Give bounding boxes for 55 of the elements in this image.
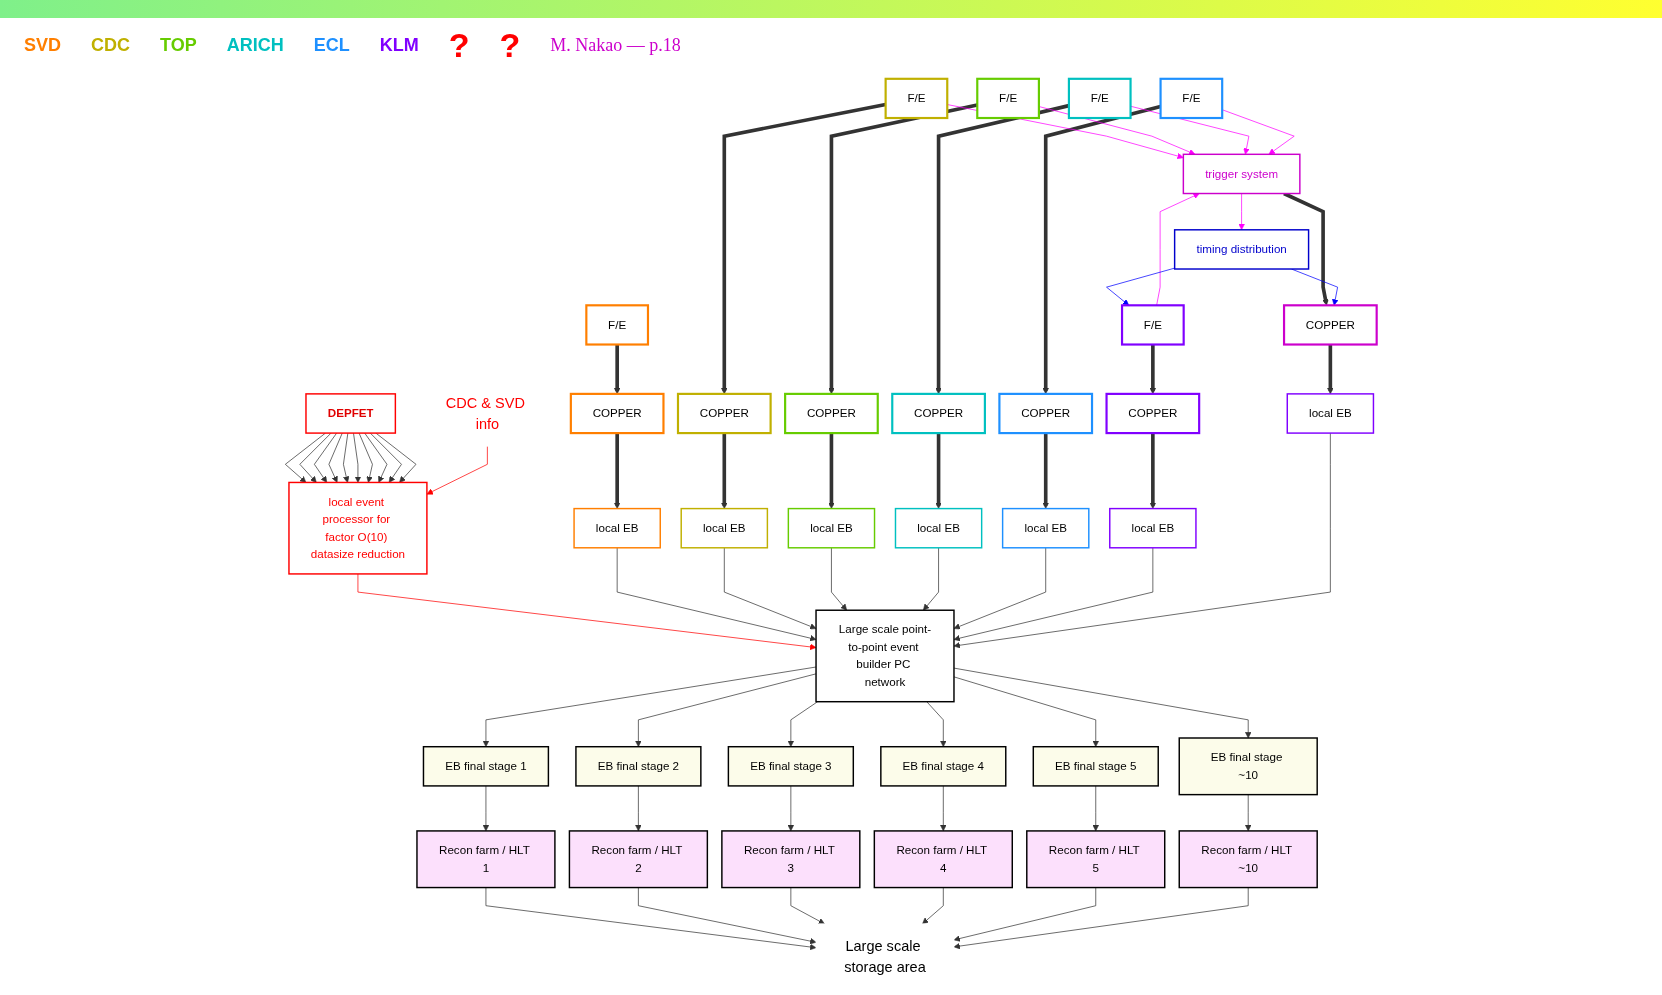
node-box: COPPER	[891, 392, 986, 435]
node-box: DEPFET	[305, 393, 397, 434]
question-mark: ?	[447, 25, 471, 66]
arrow	[721, 433, 728, 509]
arrow	[1042, 433, 1049, 509]
node-box: local EB	[1286, 393, 1375, 434]
node-box: Recon farm / HLT ~10	[1178, 830, 1318, 889]
arrow	[1149, 433, 1157, 509]
detector-label: ARICH	[225, 34, 285, 57]
arrow	[828, 433, 835, 509]
node-box: F/E	[585, 304, 650, 346]
node-box: F/E	[1120, 304, 1185, 346]
node-box: COPPER	[676, 392, 772, 435]
node-box: EB final stage 1	[422, 746, 550, 787]
node-box: local EB	[1109, 507, 1197, 549]
node-box: F/E	[976, 77, 1040, 120]
node-box: Recon farm / HLT 4	[873, 830, 1013, 889]
node-box: COPPER	[1105, 392, 1201, 435]
detector-label: KLM	[378, 34, 420, 57]
node-box: Large scale point-to-point event builder PC network	[815, 609, 955, 703]
arrow	[935, 433, 942, 509]
node-box: Recon farm / HLT 3	[721, 830, 861, 889]
node-box: COPPER	[998, 392, 1094, 435]
node-box: local event processor for factor O(10) datasize reduction	[288, 481, 428, 575]
detector-label: CDC	[90, 34, 131, 57]
node-box: EB final stage ~10	[1178, 737, 1318, 796]
node-box: local EB	[680, 507, 769, 549]
detector-label: TOP	[159, 34, 198, 57]
arrow	[1327, 344, 1334, 395]
node-box: Recon farm / HLT 5	[1026, 830, 1166, 889]
node-box: EB final stage 5	[1032, 746, 1159, 787]
footer-note: M. Nakao — p.18	[549, 34, 682, 57]
node-box: COPPER	[569, 392, 665, 435]
node-box: timing distribution	[1173, 229, 1310, 270]
arrow	[613, 433, 621, 509]
node-text: CDC & SVD info	[445, 394, 525, 433]
node-box: local EB	[573, 507, 661, 549]
node-box: Recon farm / HLT 1	[416, 830, 556, 889]
node-box: COPPER	[784, 392, 879, 435]
node-box: trigger system	[1182, 153, 1301, 195]
node-box: F/E	[1067, 77, 1132, 120]
node-box: local EB	[787, 507, 876, 549]
node-box: F/E	[884, 77, 949, 120]
node-box: local EB	[894, 507, 983, 549]
question-mark: ?	[498, 25, 522, 66]
node-box: EB final stage 4	[880, 746, 1007, 787]
node-box: local EB	[1001, 507, 1090, 549]
detector-label: SVD	[23, 34, 62, 57]
node-box: COPPER	[1282, 304, 1378, 346]
node-text: Large scale storage area	[844, 937, 926, 976]
detector-label: ECL	[312, 34, 351, 57]
node-box: F/E	[1159, 77, 1224, 120]
node-box: EB final stage 2	[575, 746, 702, 787]
node-box: EB final stage 3	[727, 746, 855, 787]
node-box: Recon farm / HLT 2	[568, 830, 709, 889]
